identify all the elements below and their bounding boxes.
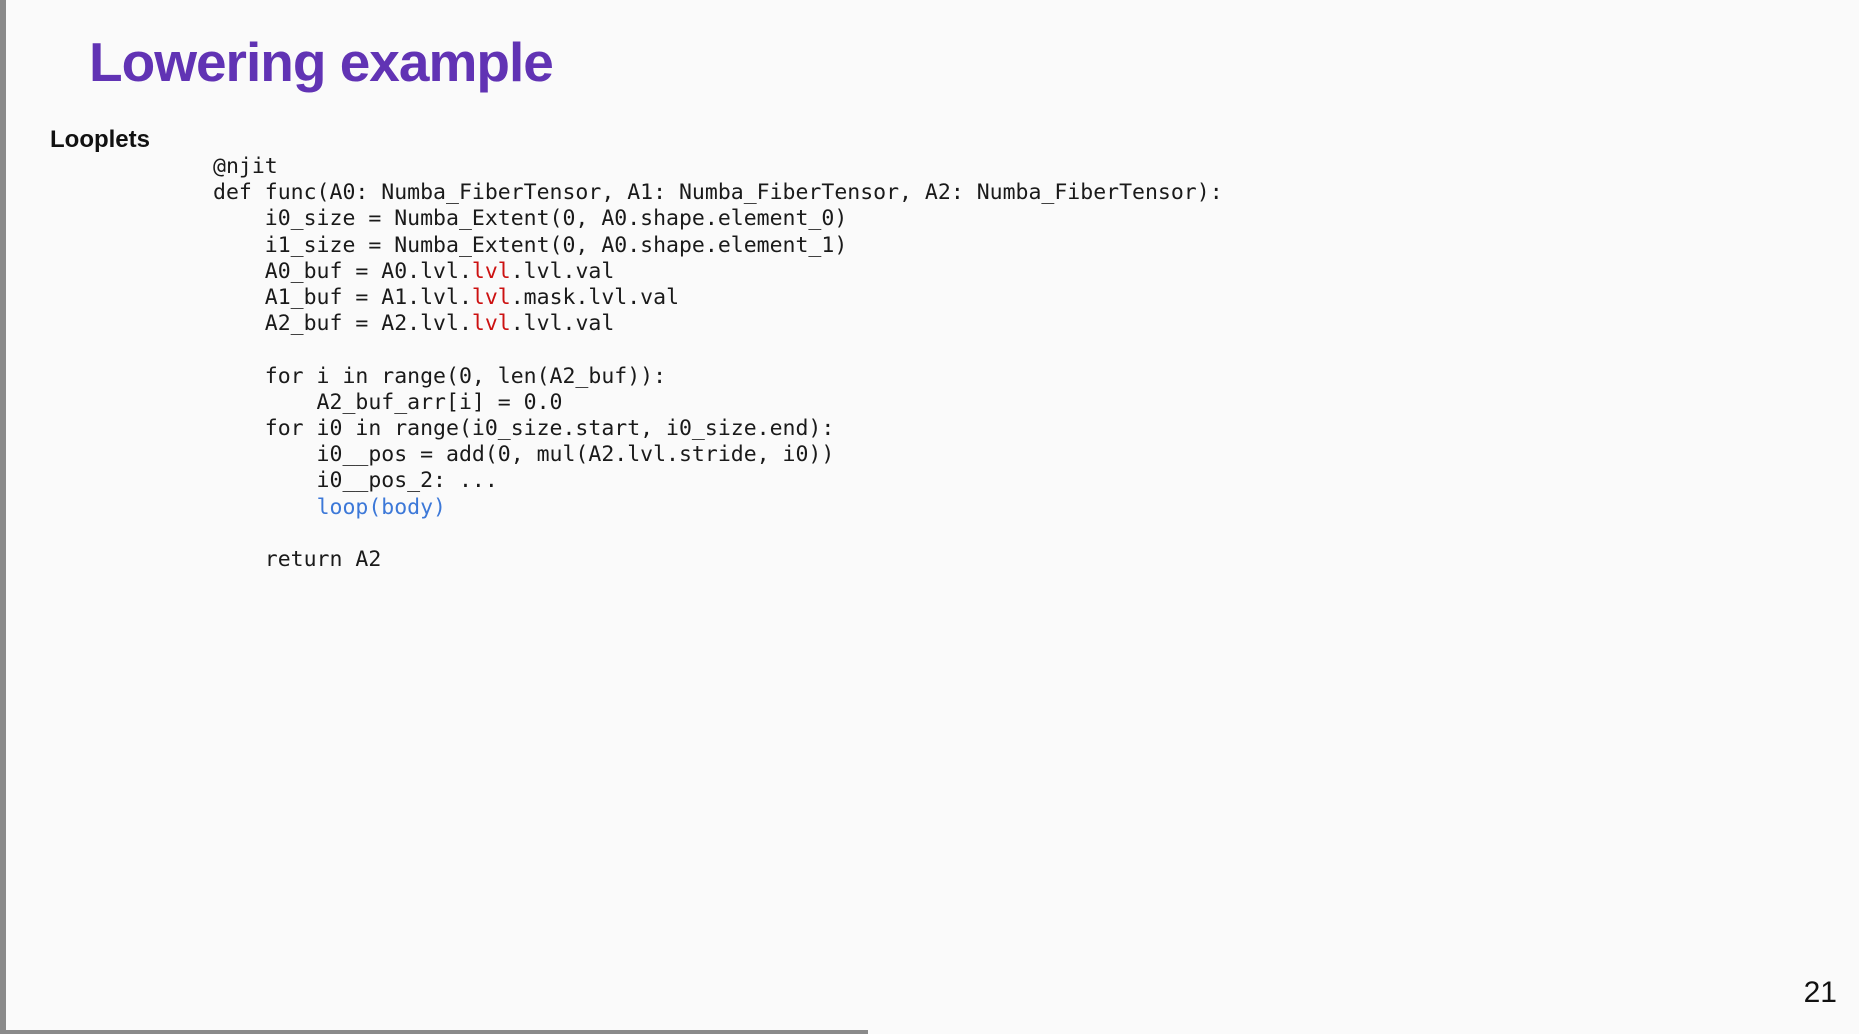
code-line: for i0 in range(i0_size.start, i0_size.e… [213, 416, 1223, 442]
code-text: i1_size = Numba_Extent(0, A0.shape.eleme… [213, 232, 848, 258]
code-text: .lvl.val [510, 258, 615, 284]
highlighted-token-red: lvl [471, 258, 511, 284]
code-text: for i0 in range(i0_size.start, i0_size.e… [213, 416, 835, 442]
code-line: loop(body) [213, 495, 1223, 521]
code-text: @njit [213, 154, 278, 179]
code-text: i0__pos = add(0, mul(A2.lvl.stride, i0)) [213, 442, 835, 468]
code-line: A1_buf = A1.lvl.lvl.mask.lvl.val [213, 285, 1223, 311]
code-line: return A2 [213, 547, 1223, 573]
code-text: .mask.lvl.val [510, 285, 680, 311]
code-text: return A2 [213, 547, 382, 573]
left-edge-bar [0, 0, 6, 1034]
code-line: i0__pos_2: ... [213, 468, 1223, 494]
code-text: i0_size = Numba_Extent(0, A0.shape.eleme… [213, 206, 848, 232]
code-text: i0__pos_2: ... [213, 468, 498, 494]
code-line: A0_buf = A0.lvl.lvl.lvl.val [213, 259, 1223, 285]
slide-title: Lowering example [89, 31, 554, 93]
code-text: A1_buf = A1.lvl. [213, 285, 472, 311]
code-line [213, 521, 1223, 547]
section-label: Looplets [50, 126, 150, 153]
code-text [213, 495, 317, 520]
code-text: .lvl.val [510, 311, 615, 337]
code-text: def func(A0: Numba_FiberTensor, A1: Numb… [213, 180, 1223, 206]
code-text: for i in range(0, len(A2_buf)): [213, 363, 667, 389]
code-line: @njit [213, 154, 1223, 180]
code-line: def func(A0: Numba_FiberTensor, A1: Numb… [213, 180, 1223, 206]
code-line: i0_size = Numba_Extent(0, A0.shape.eleme… [213, 206, 1223, 232]
code-text: A2_buf_arr[i] = 0.0 [213, 389, 563, 415]
page-number: 21 [1803, 976, 1837, 1009]
code-text: A0_buf = A0.lvl. [213, 258, 472, 284]
bottom-progress-bar [0, 1030, 868, 1034]
code-line: A2_buf = A2.lvl.lvl.lvl.val [213, 311, 1223, 337]
code-line: A2_buf_arr[i] = 0.0 [213, 390, 1223, 416]
highlighted-token-red: lvl [471, 285, 511, 311]
code-line: i0__pos = add(0, mul(A2.lvl.stride, i0)) [213, 442, 1223, 468]
code-line [213, 337, 1223, 363]
code-line: i1_size = Numba_Extent(0, A0.shape.eleme… [213, 233, 1223, 259]
code-text: A2_buf = A2.lvl. [213, 311, 472, 337]
highlighted-token-red: lvl [471, 311, 511, 337]
highlighted-token-blue: loop(body) [316, 494, 447, 520]
code-line: for i in range(0, len(A2_buf)): [213, 364, 1223, 390]
